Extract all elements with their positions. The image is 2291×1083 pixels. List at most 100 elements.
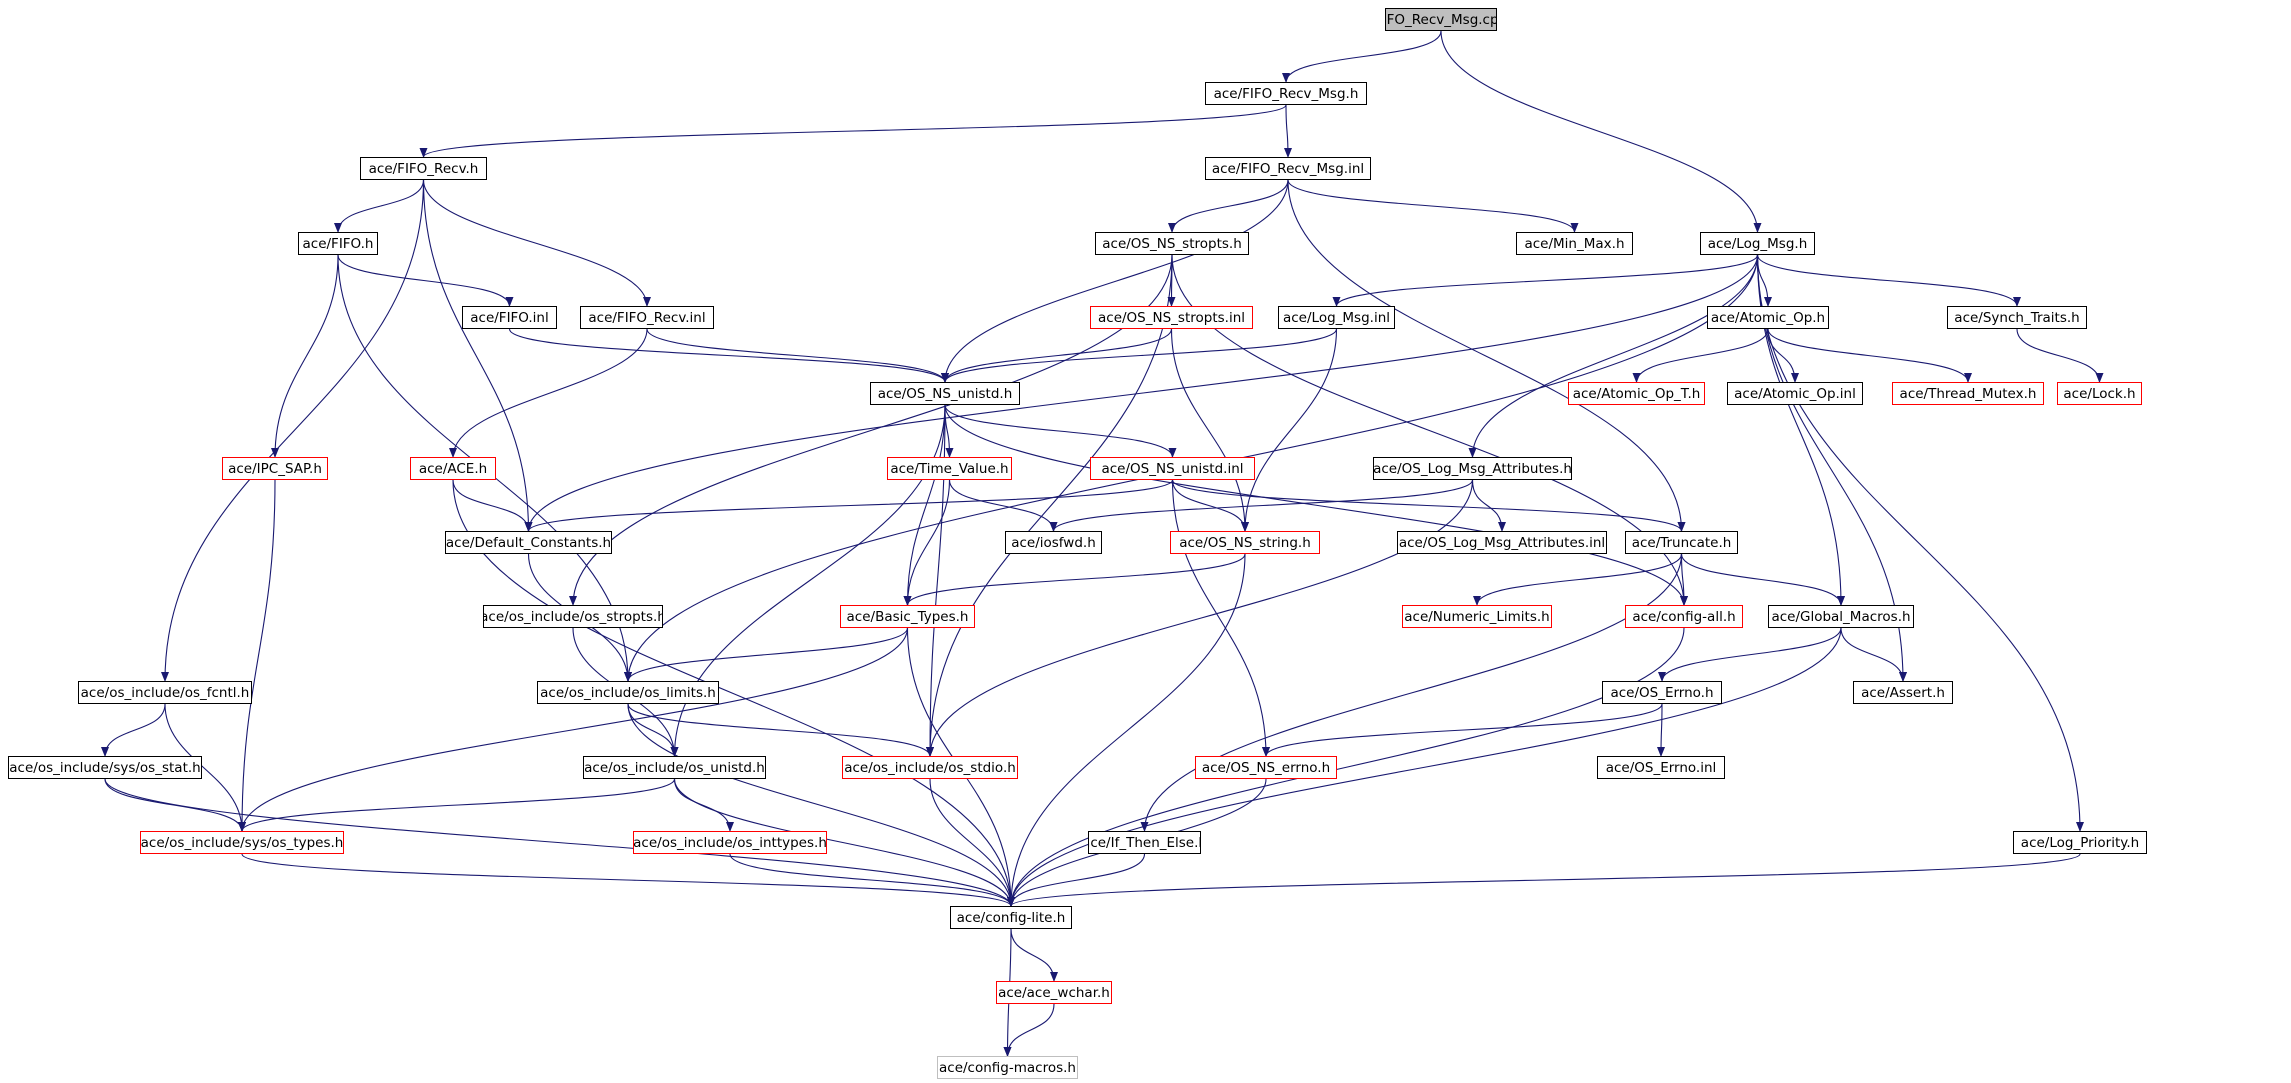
node-lock-h[interactable]: ace/Lock.h xyxy=(2057,382,2142,405)
edge-log-priority-h-to-config-lite-h xyxy=(1007,853,2081,907)
edge-fifo-recv-msg-inl-to-os-ns-unistd-h xyxy=(941,179,1289,383)
edge-truncate-h-to-numeric-limits-h xyxy=(1473,553,1683,606)
edge-log-msg-inl-to-os-ns-unistd-h xyxy=(941,328,1338,383)
edge-truncate-h-to-if-then-else-h xyxy=(1140,553,1683,832)
edge-os-errno-h-to-os-errno-inl xyxy=(1657,703,1666,757)
node-min-max-h[interactable]: ace/Min_Max.h xyxy=(1516,232,1633,255)
node-log-priority-h[interactable]: ace/Log_Priority.h xyxy=(2013,831,2147,854)
edge-truncate-h-to-config-all-h xyxy=(1679,553,1688,606)
node-global-macros-h[interactable]: ace/Global_Macros.h xyxy=(1768,605,1914,628)
node-os-log-msg-attributes-h[interactable]: ace/OS_Log_Msg_Attributes.h xyxy=(1373,457,1572,480)
edge-ace-h-to-default-constants-h xyxy=(452,479,533,532)
node-config-all-h[interactable]: ace/config-all.h xyxy=(1625,605,1743,628)
node-if-then-else-h[interactable]: ace/If_Then_Else.h xyxy=(1088,831,1201,854)
node-fifo-inl[interactable]: ace/FIFO.inl xyxy=(462,306,557,329)
node-assert-h[interactable]: ace/Assert.h xyxy=(1853,681,1953,704)
node-time-value-h[interactable]: ace/Time_Value.h xyxy=(887,457,1012,480)
node-ace-wchar-h[interactable]: ace/ace_wchar.h xyxy=(996,981,1112,1004)
edge-fifo-recv-h-to-os-include-os-fcntl-h xyxy=(161,179,425,682)
edge-time-value-h-to-basic-types-h xyxy=(903,479,951,606)
node-ace-h[interactable]: ace/ACE.h xyxy=(410,457,496,480)
node-atomic-op-t-h[interactable]: ace/Atomic_Op_T.h xyxy=(1568,382,1705,405)
node-fifo-recv-inl[interactable]: ace/FIFO_Recv.inl xyxy=(580,306,714,329)
edge-atomic-op-h-to-atomic-op-t-h xyxy=(1632,328,1769,383)
edge-os-ns-unistd-inl-to-truncate-h xyxy=(1171,479,1686,532)
node-atomic-op-inl[interactable]: ace/Atomic_Op.inl xyxy=(1727,382,1863,405)
edge-fifo-recv-msg-h-to-fifo-recv-h xyxy=(419,104,1287,158)
edge-fifo-recv-h-to-default-constants-h xyxy=(422,179,533,532)
edge-fifo-recv-h-to-fifo-h xyxy=(334,179,425,233)
node-os-include-os-fcntl-h[interactable]: ace/os_include/os_fcntl.h xyxy=(78,681,252,704)
node-ipc-sap-h[interactable]: ace/IPC_SAP.h xyxy=(222,457,328,480)
node-atomic-op-h[interactable]: ace/Atomic_Op.h xyxy=(1707,306,1829,329)
node-fifo-h[interactable]: ace/FIFO.h xyxy=(298,232,378,255)
node-os-ns-string-h[interactable]: ace/OS_NS_string.h xyxy=(1170,531,1320,554)
edge-fifo-recv-inl-to-ace-h xyxy=(449,328,648,458)
node-os-include-os-unistd-h[interactable]: ace/os_include/os_unistd.h xyxy=(583,756,766,779)
node-os-include-os-stropts-h[interactable]: ace/os_include/os_stropts.h xyxy=(483,605,663,628)
edge-basic-types-h-to-os-include-sys-os-types-h xyxy=(238,627,909,832)
node-os-include-os-limits-h[interactable]: ace/os_include/os_limits.h xyxy=(537,681,719,704)
edge-atomic-op-h-to-atomic-op-inl xyxy=(1767,328,1799,383)
node-os-log-msg-attributes-inl[interactable]: ace/OS_Log_Msg_Attributes.inl xyxy=(1397,531,1607,554)
edge-root-to-log-msg-h xyxy=(1440,30,1762,233)
edge-os-ns-unistd-inl-to-os-ns-string-h xyxy=(1171,479,1249,532)
node-root[interactable]: FIFO_Recv_Msg.cpp xyxy=(1385,8,1497,31)
edge-fifo-inl-to-os-ns-unistd-h xyxy=(508,328,949,383)
node-synch-traits-h[interactable]: ace/Synch_Traits.h xyxy=(1947,306,2087,329)
edge-fifo-recv-msg-h-to-fifo-recv-msg-inl xyxy=(1283,104,1292,158)
edge-ace-wchar-h-to-config-macros-h xyxy=(1003,1003,1055,1057)
node-log-msg-inl[interactable]: ace/Log_Msg.inl xyxy=(1278,306,1395,329)
edge-os-include-os-fcntl-h-to-os-include-sys-os-types-h xyxy=(164,703,246,832)
node-log-msg-h[interactable]: ace/Log_Msg.h xyxy=(1700,232,1815,255)
node-os-include-sys-os-stat-h[interactable]: ace/os_include/sys/os_stat.h xyxy=(8,756,202,779)
edge-synch-traits-h-to-lock-h xyxy=(2016,328,2104,383)
node-config-macros-h[interactable]: ace/config-macros.h xyxy=(937,1056,1078,1079)
edge-log-msg-h-to-log-msg-inl xyxy=(1332,254,1759,307)
edge-os-include-os-unistd-h-to-config-lite-h xyxy=(673,778,1015,907)
edge-fifo-h-to-ipc-sap-h xyxy=(271,254,339,458)
edge-os-log-msg-attributes-h-to-os-log-msg-attributes-inl xyxy=(1471,479,1506,532)
node-os-include-os-stdio-h[interactable]: ace/os_include/os_stdio.h xyxy=(842,756,1018,779)
edge-log-msg-inl-to-os-ns-string-h xyxy=(1241,328,1338,532)
edge-truncate-h-to-global-macros-h xyxy=(1680,553,1845,606)
edge-os-ns-unistd-inl-to-default-constants-h xyxy=(524,479,1174,532)
edge-config-all-h-to-config-lite-h xyxy=(1007,627,1685,907)
edge-log-msg-h-to-default-constants-h xyxy=(524,254,1759,532)
node-thread-mutex-h[interactable]: ace/Thread_Mutex.h xyxy=(1892,382,2044,405)
node-iosfwd-h[interactable]: ace/iosfwd.h xyxy=(1005,531,1102,554)
edge-os-include-sys-os-stat-h-to-config-lite-h xyxy=(104,778,1015,907)
node-os-include-os-inttypes-h[interactable]: ace/os_include/os_inttypes.h xyxy=(633,831,827,854)
node-fifo-recv-msg-inl[interactable]: ace/FIFO_Recv_Msg.inl xyxy=(1205,157,1371,180)
edge-os-include-os-fcntl-h-to-os-include-sys-os-stat-h xyxy=(101,703,166,757)
node-truncate-h[interactable]: ace/Truncate.h xyxy=(1625,531,1738,554)
node-os-ns-stropts-h[interactable]: ace/OS_NS_stropts.h xyxy=(1095,232,1249,255)
node-os-errno-inl[interactable]: ace/OS_Errno.inl xyxy=(1597,756,1725,779)
node-default-constants-h[interactable]: ace/Default_Constants.h xyxy=(445,531,612,554)
edge-os-log-msg-attributes-h-to-os-include-os-stdio-h xyxy=(926,479,1474,757)
node-fifo-recv-msg-h[interactable]: ace/FIFO_Recv_Msg.h xyxy=(1205,82,1367,105)
node-os-ns-errno-h[interactable]: ace/OS_NS_errno.h xyxy=(1195,756,1337,779)
edge-fifo-recv-msg-inl-to-truncate-h xyxy=(1287,179,1686,532)
node-numeric-limits-h[interactable]: ace/Numeric_Limits.h xyxy=(1402,605,1552,628)
edge-os-log-msg-attributes-h-to-iosfwd-h xyxy=(1049,479,1474,532)
edge-os-include-os-stdio-h-to-config-lite-h xyxy=(929,778,1015,907)
edge-os-include-sys-os-types-h-to-config-lite-h xyxy=(241,853,1015,907)
node-os-ns-unistd-h[interactable]: ace/OS_NS_unistd.h xyxy=(870,382,1020,405)
node-os-ns-stropts-inl[interactable]: ace/OS_NS_stropts.inl xyxy=(1090,306,1253,329)
edge-config-lite-h-to-ace-wchar-h xyxy=(1010,928,1058,982)
edge-global-macros-h-to-os-errno-h xyxy=(1658,627,1842,682)
edge-log-msg-h-to-os-log-msg-attributes-h xyxy=(1468,254,1759,458)
edge-log-msg-h-to-synch-traits-h xyxy=(1756,254,2021,307)
edge-fifo-recv-inl-to-os-ns-unistd-h xyxy=(646,328,949,383)
node-os-ns-unistd-inl[interactable]: ace/OS_NS_unistd.inl xyxy=(1090,457,1255,480)
node-os-errno-h[interactable]: ace/OS_Errno.h xyxy=(1602,681,1722,704)
edge-fifo-recv-msg-inl-to-min-max-h xyxy=(1287,179,1579,233)
node-basic-types-h[interactable]: ace/Basic_Types.h xyxy=(840,605,975,628)
edge-os-include-os-limits-h-to-os-include-os-stdio-h xyxy=(627,703,934,757)
node-fifo-recv-h[interactable]: ace/FIFO_Recv.h xyxy=(360,157,487,180)
edge-os-include-os-unistd-h-to-os-include-sys-os-types-h xyxy=(238,778,676,832)
node-os-include-sys-os-types-h[interactable]: ace/os_include/sys/os_types.h xyxy=(140,831,344,854)
edge-os-ns-unistd-h-to-os-ns-unistd-inl xyxy=(944,404,1177,458)
node-config-lite-h[interactable]: ace/config-lite.h xyxy=(950,906,1072,929)
